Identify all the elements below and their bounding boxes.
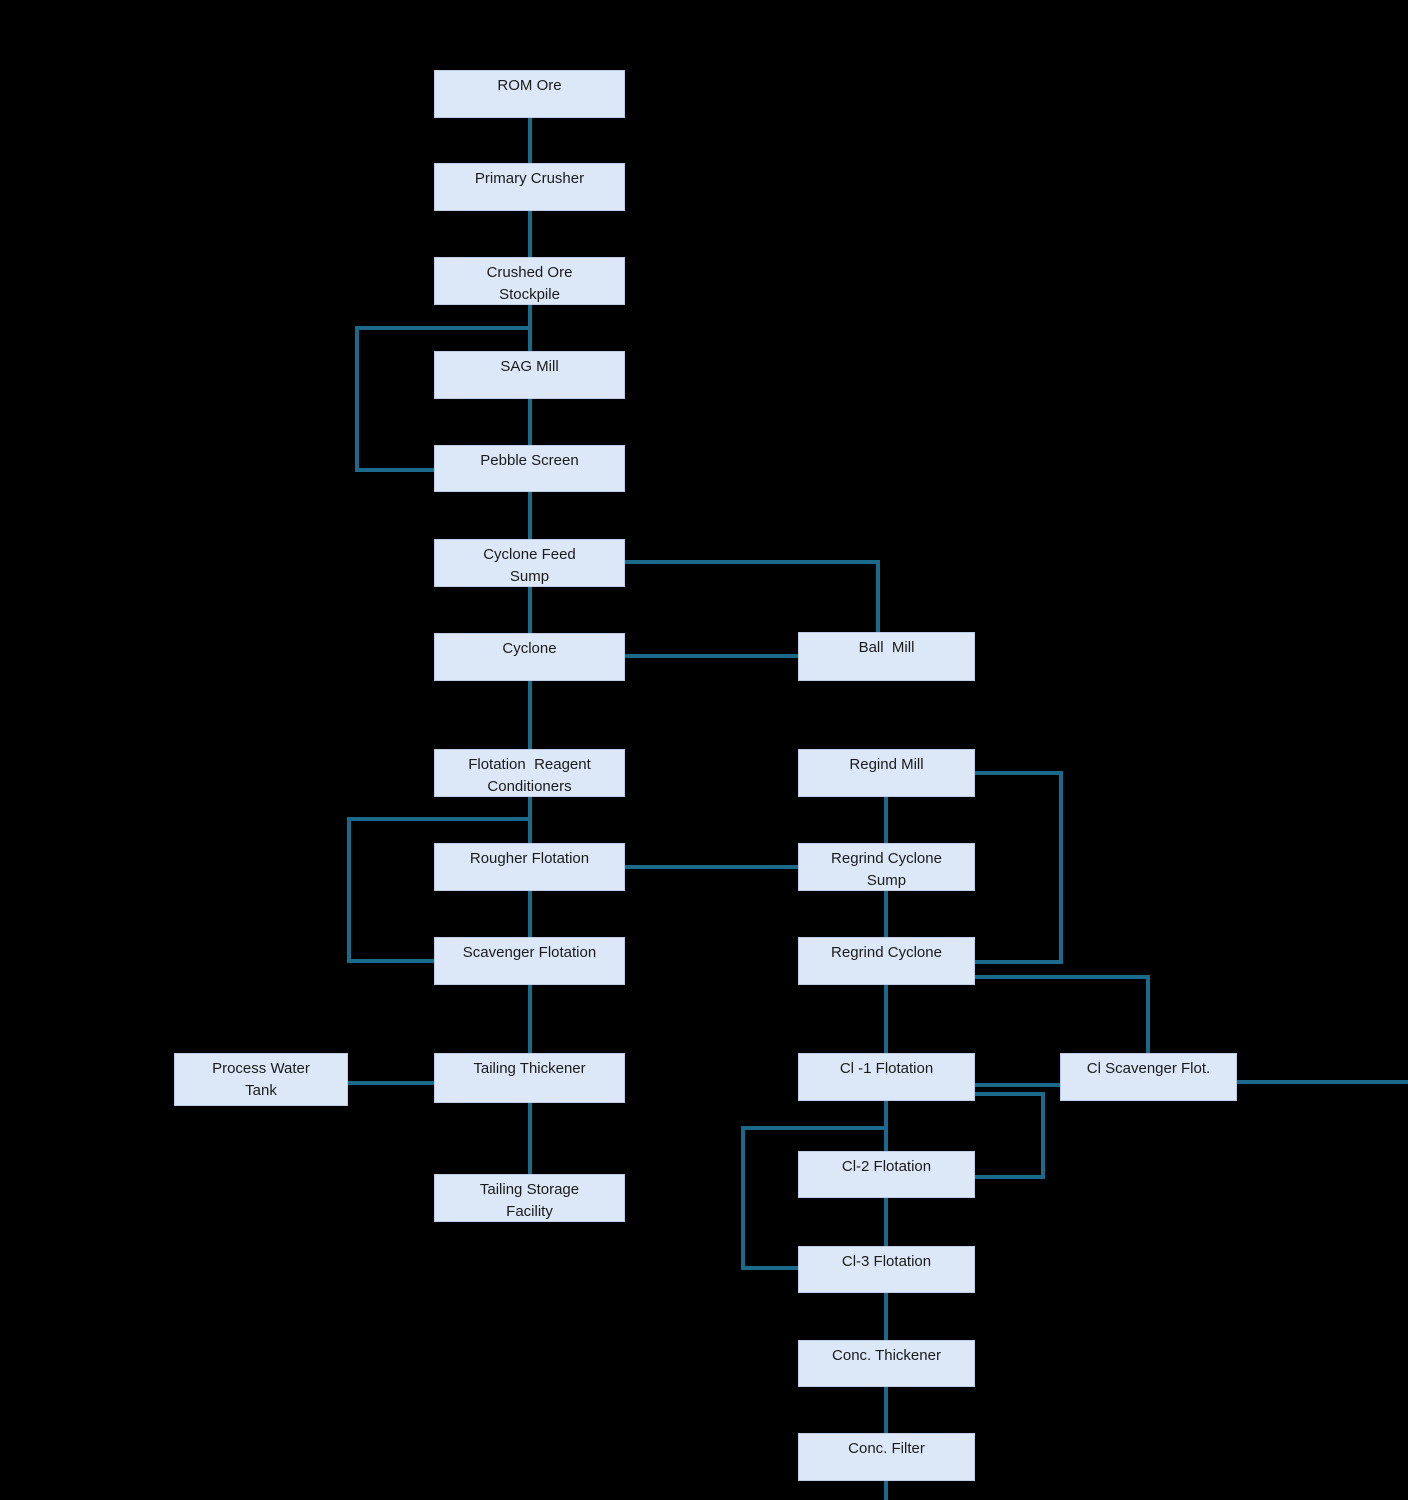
edge-scavenger-recycle-top xyxy=(347,817,532,821)
edge-ballmill-to-cyclone xyxy=(625,654,798,658)
edge-cl1-to-clscav xyxy=(975,1083,1060,1087)
node-rom-ore: ROM Ore xyxy=(434,70,625,118)
edge-sag-to-pebble xyxy=(528,399,532,447)
node-label: Conc. Filter xyxy=(848,1440,925,1457)
node-pebble-screen: Pebble Screen xyxy=(434,445,625,492)
edge-cl2-to-cl3 xyxy=(884,1198,888,1248)
edge-thickener-to-water-tank xyxy=(348,1081,434,1085)
node-label: Cyclone Feed Sump xyxy=(483,546,576,585)
node-label: Scavenger Flotation xyxy=(462,944,597,961)
edge-cl3-recycle-bottom xyxy=(741,1266,798,1270)
edge-regrind-to-clscav-horizontal xyxy=(975,975,1150,979)
edge-rougher-to-scavenger xyxy=(528,891,532,939)
node-rougher-flotation: Rougher Flotation xyxy=(434,843,625,891)
node-label: Crushed Ore Stockpile xyxy=(486,264,573,303)
node-label: Cl-2 Flotation xyxy=(841,1158,932,1175)
node-flotation-reagent-conditioners: Flotation Reagent Conditioners xyxy=(434,749,625,797)
edge-scavenger-recycle-vertical xyxy=(347,817,351,963)
edge-pebble-recycle-vertical xyxy=(355,326,359,472)
edge-regind-loop-bottom xyxy=(975,960,1063,964)
edge-scavenger-to-tailing-thickener xyxy=(528,985,532,1055)
node-conc-thickener: Conc. Thickener xyxy=(798,1340,975,1387)
node-label: Process Water Tank xyxy=(212,1060,310,1099)
edge-cfs-to-ballmill-vertical xyxy=(876,560,880,634)
edge-scavenger-recycle-bottom xyxy=(347,959,436,963)
node-conc-filter: Conc. Filter xyxy=(798,1433,975,1481)
node-label: Regrind Cyclone xyxy=(831,944,942,961)
node-label: Cyclone xyxy=(502,640,557,657)
node-label: ROM Ore xyxy=(497,77,562,94)
edge-regind-mill-to-sump xyxy=(884,797,888,845)
edge-regrind-to-clscav-vertical xyxy=(1146,975,1150,1055)
node-ball-mill: Ball Mill xyxy=(798,632,975,681)
node-cl-2-flotation: Cl-2 Flotation xyxy=(798,1151,975,1198)
node-tailing-thickener: Tailing Thickener xyxy=(434,1053,625,1103)
node-label: Regrind Cyclone Sump xyxy=(831,850,942,889)
node-tailing-storage-facility: Tailing Storage Facility xyxy=(434,1174,625,1222)
node-label: Pebble Screen xyxy=(480,452,579,469)
node-regrind-cyclone: Regrind Cyclone xyxy=(798,937,975,985)
node-label: Cl -1 Flotation xyxy=(839,1060,934,1077)
node-label: Flotation Reagent Conditioners xyxy=(468,756,591,795)
edge-regrind-cyclone-to-cl1 xyxy=(884,985,888,1055)
node-label: Conc. Thickener xyxy=(832,1347,941,1364)
edge-cfs-to-ballmill-horizontal xyxy=(625,560,880,564)
node-label: Tailing Thickener xyxy=(473,1060,586,1077)
edge-cl2-recycle-vertical xyxy=(1041,1092,1045,1179)
node-cl-1-flotation: Cl -1 Flotation xyxy=(798,1053,975,1101)
node-label: Cl Scavenger Flot. xyxy=(1086,1060,1211,1077)
node-label: Regind Mill xyxy=(849,756,924,773)
node-sag-mill: SAG Mill xyxy=(434,351,625,399)
node-scavenger-flotation: Scavenger Flotation xyxy=(434,937,625,985)
node-label: Primary Crusher xyxy=(474,170,585,187)
edge-thickener-to-filter xyxy=(884,1387,888,1435)
edge-cl3-to-conc-thickener xyxy=(884,1293,888,1342)
edge-cl3-recycle-vertical xyxy=(741,1126,745,1270)
edge-pebble-to-cfs xyxy=(528,492,532,541)
node-crushed-ore-stockpile: Crushed Ore Stockpile xyxy=(434,257,625,305)
node-label: Ball Mill xyxy=(858,639,915,656)
node-regrind-cyclone-sump: Regrind Cyclone Sump xyxy=(798,843,975,891)
node-label: Tailing Storage Facility xyxy=(479,1181,580,1220)
node-cl-scavenger-flot: Cl Scavenger Flot. xyxy=(1060,1053,1237,1101)
edge-primary-to-stockpile xyxy=(528,211,532,259)
node-cyclone-feed-sump: Cyclone Feed Sump xyxy=(434,539,625,587)
edge-pebble-recycle-bottom xyxy=(355,468,436,472)
node-label: SAG Mill xyxy=(500,358,559,375)
edge-cl2-recycle-bottom xyxy=(975,1175,1045,1179)
edge-cyclone-to-conditioners xyxy=(528,681,532,751)
node-cl-3-flotation: Cl-3 Flotation xyxy=(798,1246,975,1293)
node-label: Cl-3 Flotation xyxy=(841,1253,932,1270)
edge-regind-loop-vertical xyxy=(1059,771,1063,964)
edge-thickener-to-storage xyxy=(528,1101,532,1176)
node-cyclone: Cyclone xyxy=(434,633,625,681)
edge-sump-to-regrind-cyclone xyxy=(884,891,888,939)
edge-conditioners-to-rougher xyxy=(528,797,532,845)
edge-rom-to-primary xyxy=(528,118,532,165)
node-process-water-tank: Process Water Tank xyxy=(174,1053,348,1106)
edge-clscav-outflow xyxy=(1237,1080,1408,1084)
edge-pebble-recycle-top xyxy=(355,326,532,330)
edge-rougher-to-regrind-sump xyxy=(625,865,798,869)
edge-cfs-to-cyclone xyxy=(528,586,532,635)
node-primary-crusher: Primary Crusher xyxy=(434,163,625,211)
edge-cl3-recycle-top xyxy=(741,1126,888,1130)
node-label: Rougher Flotation xyxy=(469,850,590,867)
edge-regind-loop-top xyxy=(975,771,1063,775)
edge-filter-to-bottom xyxy=(884,1481,888,1500)
node-regind-mill: Regind Mill xyxy=(798,749,975,797)
edge-cl2-recycle-top xyxy=(975,1092,1045,1096)
